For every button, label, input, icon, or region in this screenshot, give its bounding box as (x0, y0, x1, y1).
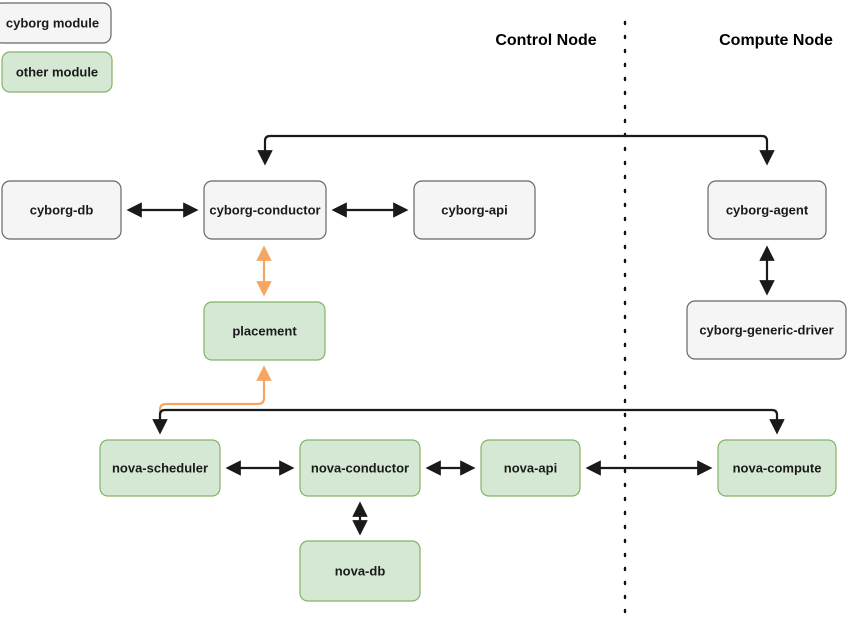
node-nova-db[interactable]: nova-db (299, 540, 421, 602)
node-box-cyborg-agent[interactable] (707, 180, 827, 240)
zone-compute-node: Compute Node (719, 32, 833, 49)
legend-other-module: other module (1, 51, 113, 93)
node-box-nova-db[interactable] (299, 540, 421, 602)
nodes: cyborg-db cyborg-conductor cyborg-api cybor… (1, 180, 847, 602)
node-box-nova-scheduler[interactable] (99, 439, 221, 497)
node-placement[interactable]: placement (203, 301, 326, 361)
node-box-nova-conductor[interactable] (299, 439, 421, 497)
node-cyborg-api[interactable]: cyborg-api (413, 180, 536, 240)
node-box-placement[interactable] (203, 301, 326, 361)
edge-placement-nova-scheduler (158, 365, 272, 432)
edge-cyborg-api-agent-bus (257, 134, 775, 166)
node-nova-api[interactable]: nova-api (480, 439, 581, 497)
legend-cyborg-module-box (0, 2, 112, 44)
node-cyborg-generic-driver[interactable]: cyborg-generic-driver (686, 300, 847, 360)
node-nova-conductor[interactable]: nova-conductor (299, 439, 421, 497)
node-cyborg-agent[interactable]: cyborg-agent (707, 180, 827, 240)
node-box-cyborg-db[interactable] (1, 180, 122, 240)
node-box-cyborg-conductor[interactable] (203, 180, 327, 240)
edges (126, 134, 785, 536)
legend-cyborg-module: cyborg module (0, 2, 112, 44)
zone-control-node: Control Node (495, 32, 596, 49)
node-box-cyborg-generic-driver[interactable] (686, 300, 847, 360)
node-cyborg-db[interactable]: cyborg-db (1, 180, 122, 240)
edge-nova-bus (152, 408, 785, 435)
node-box-cyborg-api[interactable] (413, 180, 536, 240)
node-box-nova-api[interactable] (480, 439, 581, 497)
node-nova-compute[interactable]: nova-compute (717, 439, 837, 497)
node-nova-scheduler[interactable]: nova-scheduler (99, 439, 221, 497)
legend-other-module-box (1, 51, 113, 93)
node-cyborg-conductor[interactable]: cyborg-conductor (203, 180, 327, 240)
legend: cyborg module other module (0, 2, 113, 93)
node-box-nova-compute[interactable] (717, 439, 837, 497)
zone-titles: Control Node Compute Node (495, 32, 833, 49)
